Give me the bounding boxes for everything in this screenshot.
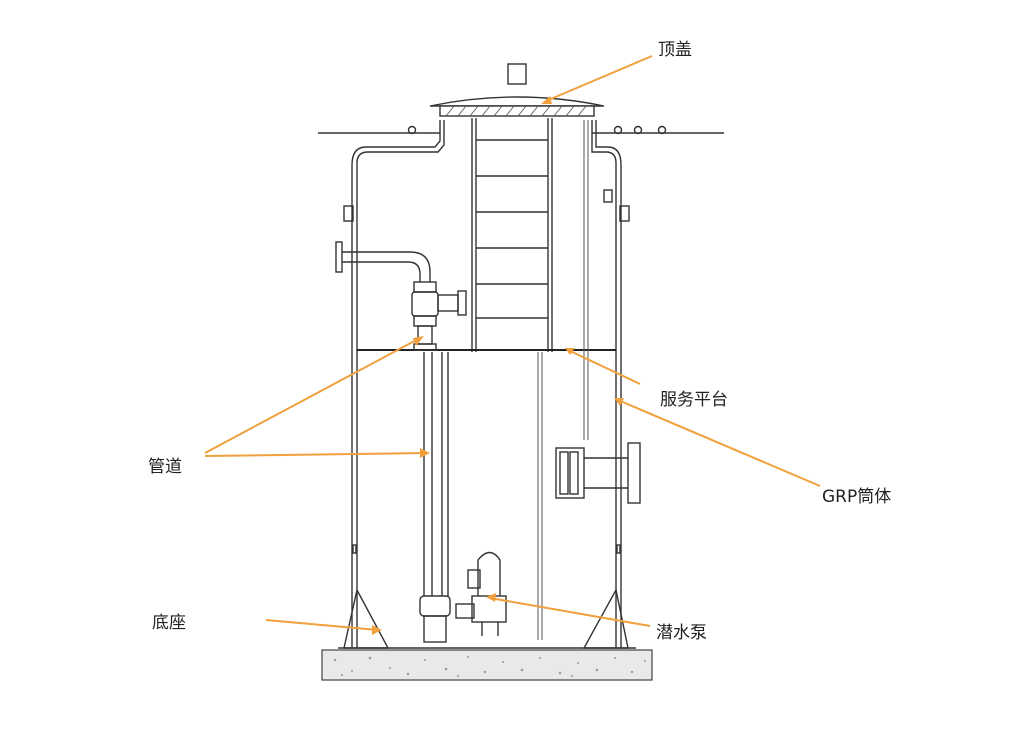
- leader-top-cover: [545, 55, 653, 102]
- leader-pipe-lower: [204, 452, 427, 457]
- inlet-assembly: [555, 442, 641, 504]
- guide-rod: [537, 352, 543, 640]
- discharge-pipe: [335, 241, 467, 643]
- leader-grp: [617, 399, 821, 487]
- ground-line: [318, 125, 724, 135]
- leader-platform: [567, 349, 641, 385]
- leader-pump: [489, 597, 651, 627]
- label-grp-tank: GRP筒体: [822, 487, 892, 507]
- base-supports: [338, 588, 636, 649]
- leader-base: [265, 619, 379, 631]
- label-service-platform: 服务平台: [660, 390, 728, 410]
- grp-tank-shell: [343, 120, 630, 648]
- label-submersible-pump: 潜水泵: [656, 623, 707, 643]
- leader-pipe-upper: [204, 337, 421, 454]
- concrete-foundation: [321, 649, 653, 681]
- label-top-cover: 顶盖: [658, 40, 692, 60]
- cable-conduit: [583, 120, 589, 440]
- ladder: [471, 118, 553, 352]
- submersible-pump: [455, 551, 507, 636]
- top-cover: [429, 63, 605, 117]
- label-pipe: 管道: [148, 457, 182, 477]
- leader-lines: [204, 55, 821, 635]
- label-base: 底座: [152, 613, 186, 633]
